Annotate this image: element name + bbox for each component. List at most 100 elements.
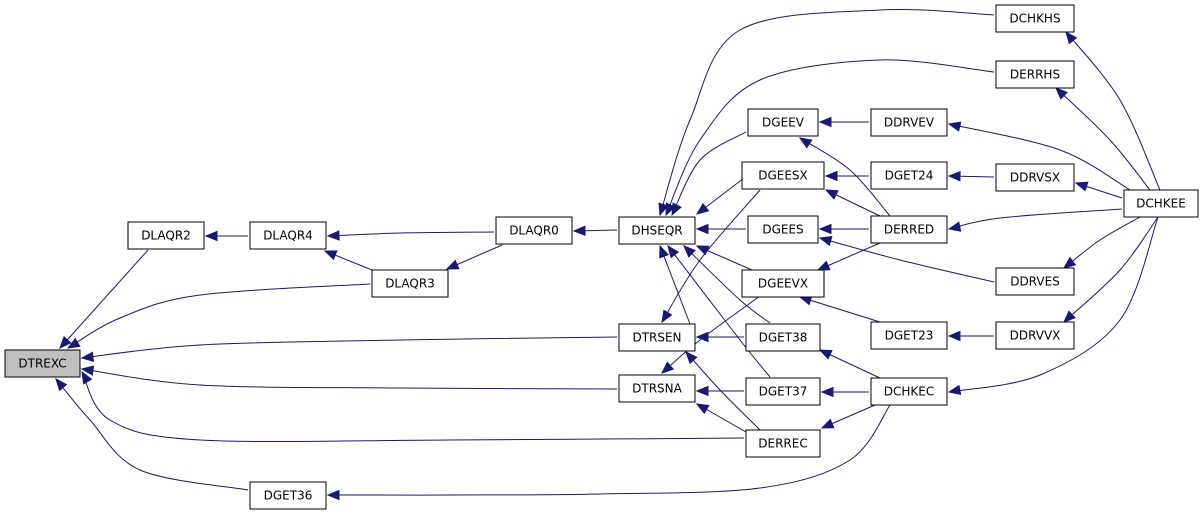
node-label-dget23: DGET23: [885, 329, 934, 343]
node-box-dlaqr2: [127, 221, 205, 250]
arrowhead-dchkec: [947, 384, 962, 396]
arrowhead-dgeev: [818, 116, 832, 128]
node-dchkee[interactable]: DCHKEE: [1123, 189, 1199, 218]
edge-dchkee-to-ddrves: [1063, 216, 1141, 269]
node-box-dtrsna: [618, 374, 696, 403]
node-label-dhseqr: DHSEQR: [631, 224, 682, 238]
node-box-dget37: [745, 377, 821, 406]
arrowhead-dhseqr: [695, 223, 709, 235]
node-label-dtrsna: DTRSNA: [632, 382, 683, 396]
node-ddrvev[interactable]: DDRVEV: [870, 108, 948, 137]
node-box-dgeevx: [741, 269, 825, 298]
edge-dtrsen-to-dhseqr: [659, 245, 691, 325]
node-label-dget37: DGET37: [759, 385, 808, 399]
node-ddrvvx[interactable]: DDRVVX: [995, 321, 1075, 350]
node-label-ddrvsx: DDRVSX: [1010, 171, 1060, 185]
node-dtrsna[interactable]: DTRSNA: [618, 374, 696, 403]
arrowhead-dtrexc: [81, 370, 93, 385]
arrowhead-derrhs: [1055, 87, 1068, 100]
node-ddrves[interactable]: DDRVES: [995, 267, 1075, 296]
node-dget38[interactable]: DGET38: [745, 323, 821, 352]
node-dget24[interactable]: DGET24: [870, 161, 948, 190]
edge-dchkee-to-derred: [948, 208, 1123, 230]
edge-dget38-to-dhseqr: [683, 245, 771, 324]
node-box-dchkee: [1123, 189, 1199, 218]
arrowhead-dlaqr3: [445, 259, 460, 270]
node-dgeevx[interactable]: DGEEVX: [741, 269, 825, 298]
arrowhead-dgeev: [798, 137, 813, 149]
node-box-dtrsen: [618, 323, 696, 352]
arrowhead-dhseqr: [658, 202, 669, 217]
node-dchkec[interactable]: DCHKEC: [870, 377, 948, 406]
node-label-dget36: DGET36: [264, 489, 313, 503]
node-dchkhs[interactable]: DCHKHS: [995, 4, 1075, 33]
node-label-dlaqr0: DLAQR0: [509, 224, 559, 238]
node-label-dgeevx: DGEEVX: [758, 277, 808, 291]
edge-dtrsna-to-dtrexc: [81, 368, 618, 390]
arrowhead-dget23: [947, 330, 961, 342]
node-dlaqr2[interactable]: DLAQR2: [127, 221, 205, 250]
node-dhseqr[interactable]: DHSEQR: [618, 216, 696, 245]
arrowhead-dtrsen: [685, 351, 698, 365]
node-dgeev[interactable]: DGEEV: [747, 108, 819, 137]
node-dget23[interactable]: DGET23: [870, 321, 948, 350]
node-box-ddrves: [995, 267, 1075, 296]
arrowhead-dget24: [947, 171, 961, 182]
node-label-dgeesx: DGEESX: [758, 169, 808, 183]
node-dgees[interactable]: DGEES: [747, 215, 819, 244]
node-dlaqr4[interactable]: DLAQR4: [249, 221, 327, 250]
edge-derred-to-dgeev: [799, 137, 891, 217]
node-label-dtrexc: DTREXC: [18, 357, 66, 371]
node-box-dgees: [747, 215, 819, 244]
edge-dtrsen-to-dtrexc: [81, 336, 618, 359]
node-dget36[interactable]: DGET36: [249, 481, 327, 510]
node-box-ddrvev: [870, 108, 948, 137]
node-ddrvsx[interactable]: DDRVSX: [995, 163, 1075, 192]
node-dlaqr3[interactable]: DLAQR3: [371, 269, 449, 298]
node-label-dchkhs: DCHKHS: [1009, 12, 1060, 26]
node-dtrexc[interactable]: DTREXC: [4, 349, 81, 378]
edge-ddrves-to-dgees: [819, 237, 995, 283]
node-dget37[interactable]: DGET37: [745, 377, 821, 406]
node-derrec[interactable]: DERREC: [745, 429, 821, 458]
arrowhead-dlaqr0: [572, 225, 586, 236]
node-label-dtrsen: DTRSEN: [632, 331, 681, 345]
arrowhead-dlaqr2: [204, 230, 218, 242]
arrowhead-dtrsen: [661, 309, 673, 324]
node-box-ddrvvx: [995, 321, 1075, 350]
arrowhead-dget36: [326, 489, 340, 501]
arrowhead-ddrves: [1062, 256, 1077, 269]
arrowhead-dtrexc: [66, 337, 81, 349]
arrowhead-dgees: [818, 223, 832, 235]
arrowhead-derrec: [820, 418, 835, 429]
arrowhead-derred: [947, 221, 962, 232]
node-box-dlaqr4: [249, 221, 327, 250]
edge-dlaqr3-to-dtrexc: [67, 283, 371, 349]
node-dtrsen[interactable]: DTRSEN: [618, 323, 696, 352]
node-label-dgees: DGEES: [762, 223, 803, 237]
node-label-dlaqr4: DLAQR4: [263, 229, 313, 243]
node-derred[interactable]: DERRED: [870, 215, 948, 244]
node-box-dget36: [249, 481, 327, 510]
node-box-dchkhs: [995, 4, 1075, 33]
node-box-dchkec: [870, 377, 948, 406]
node-label-dchkec: DCHKEC: [884, 385, 934, 399]
node-derrhs[interactable]: DERRHS: [995, 60, 1075, 89]
node-dlaqr0[interactable]: DLAQR0: [495, 216, 573, 245]
node-label-ddrvev: DDRVEV: [884, 116, 935, 130]
graph-edges: [55, 8, 1161, 501]
arrowhead-dhseqr: [695, 202, 710, 215]
edge-dchkee-to-dchkec: [948, 216, 1159, 393]
arrowhead-dlaqr4: [323, 250, 338, 261]
node-label-ddrvvx: DDRVVX: [1010, 329, 1061, 343]
arrowhead-dgeesx: [824, 170, 838, 182]
arrowhead-dtrexc: [55, 377, 68, 392]
arrowhead-dtrexc: [80, 365, 95, 376]
node-label-dgeev: DGEEV: [762, 116, 805, 130]
edge-derrhs-to-dhseqr: [665, 59, 995, 216]
node-label-dget38: DGET38: [759, 331, 808, 345]
arrowhead-dget37: [820, 386, 834, 398]
arrowhead-dgeesx: [824, 189, 839, 200]
node-dgeesx[interactable]: DGEESX: [741, 161, 825, 190]
